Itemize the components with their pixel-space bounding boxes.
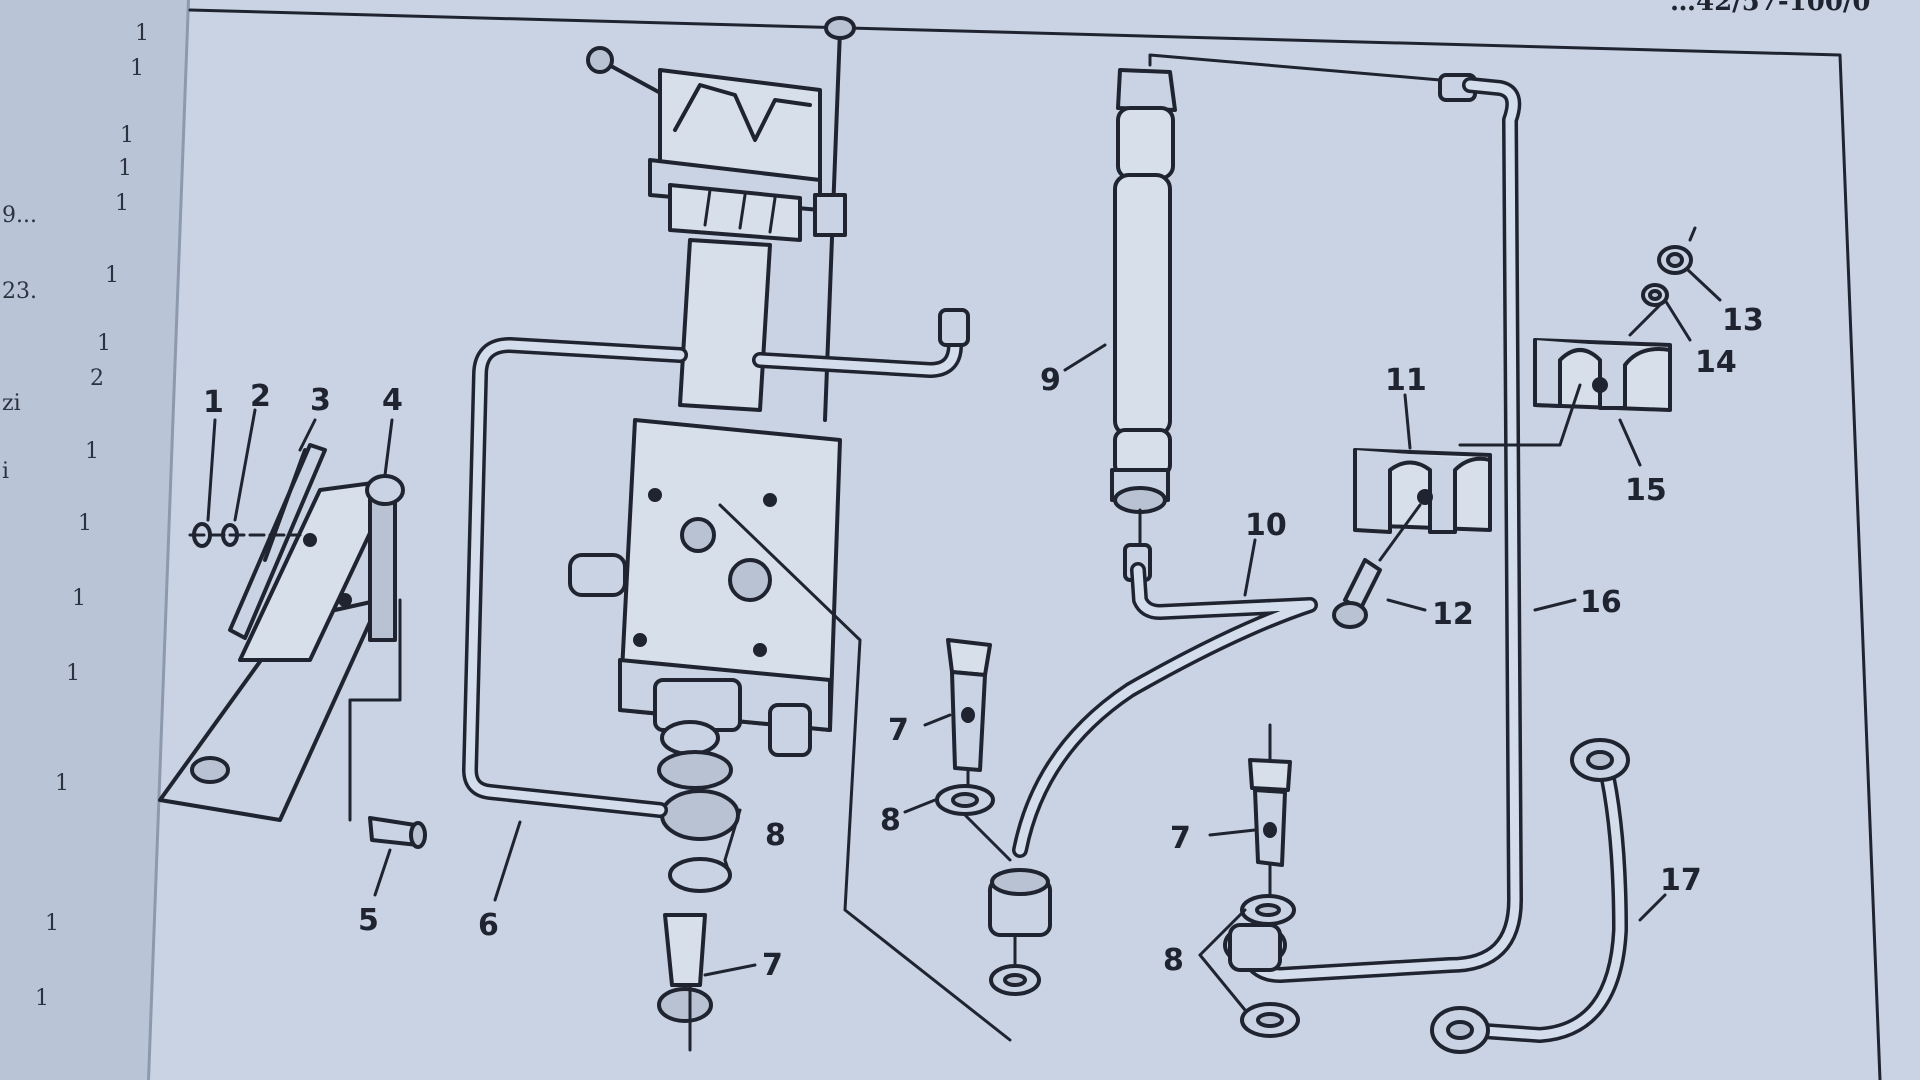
quantity-value: 1 (45, 911, 59, 936)
part-label-8-middle: 8 (880, 803, 901, 838)
pipe-16 (1148, 53, 1523, 983)
quantity-value: 1 (105, 263, 119, 288)
part-labels: 1 2 3 4 5 6 7 7 7 8 8 8 9 10 11 12 (203, 268, 1764, 1012)
part-label-10: 10 (1245, 508, 1287, 543)
banjo-bolt-middle (718, 503, 1052, 1042)
part-label-7-right: 7 (1170, 821, 1191, 856)
part-label-7-bottom: 7 (762, 948, 783, 983)
quantity-value: 1 (72, 586, 86, 611)
hose-9 (1110, 68, 1177, 582)
part-label-15: 15 (1625, 473, 1667, 508)
pipe-10 (1012, 562, 1318, 858)
left-fragment: i (2, 459, 9, 484)
part-label-1: 1 (203, 385, 224, 420)
quantity-column: 1 1 1 1 1 1 1 2 1 1 1 1 1 1 1 (35, 21, 149, 1011)
pipe-6 (462, 337, 688, 818)
left-page (0, 0, 190, 1080)
quantity-value: 1 (130, 56, 144, 81)
part-label-12: 12 (1432, 597, 1474, 632)
part-label-11: 11 (1385, 363, 1427, 398)
quantity-value: 1 (85, 439, 99, 464)
page-frame (188, 8, 1882, 1080)
left-fragment: 9... (2, 203, 37, 228)
clamp-11 (1332, 448, 1492, 629)
quantity-value: 1 (118, 156, 132, 181)
part-label-8-valve: 8 (765, 818, 786, 853)
part-label-6: 6 (478, 908, 499, 943)
bracket-assembly (158, 443, 427, 849)
banjo-bolt-right (1240, 723, 1300, 1038)
quantity-value: 1 (135, 21, 149, 46)
valve-assembly (568, 16, 856, 1052)
left-fragment: 23. (2, 279, 37, 304)
header-text: …42/57-100/0 (1670, 0, 1871, 17)
quantity-value: 1 (35, 986, 49, 1011)
quantity-value: 2 (90, 366, 104, 391)
part-label-14: 14 (1695, 345, 1737, 380)
quantity-value: 1 (55, 771, 69, 796)
part-label-7-middle: 7 (888, 713, 909, 748)
part-label-5: 5 (358, 903, 379, 938)
part-label-13: 13 (1722, 303, 1764, 338)
part-label-17: 17 (1660, 863, 1702, 898)
quantity-value: 1 (120, 123, 134, 148)
quantity-value: 1 (115, 191, 129, 216)
part-label-3: 3 (310, 383, 331, 418)
part-label-8-right: 8 (1163, 943, 1184, 978)
quantity-value: 1 (66, 661, 80, 686)
part-label-9: 9 (1040, 363, 1061, 398)
left-fragment: zi (2, 391, 21, 416)
quantity-value: 1 (78, 511, 92, 536)
quantity-value: 1 (97, 331, 111, 356)
upper-pipe (752, 308, 970, 378)
part-label-16: 16 (1580, 585, 1622, 620)
part-label-4: 4 (382, 383, 403, 418)
pipe-17 (1430, 738, 1630, 1054)
part-label-2: 2 (250, 379, 271, 414)
block-15 (1458, 226, 1697, 447)
